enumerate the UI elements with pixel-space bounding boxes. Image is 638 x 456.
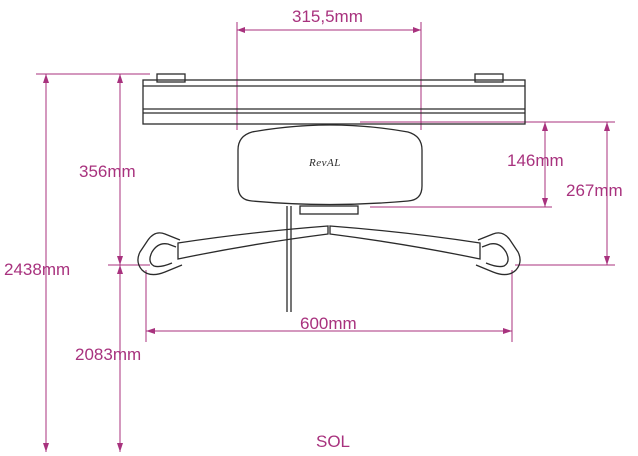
brand-logo-text: RevAL [309,157,341,169]
hanger-bar-left [177,225,329,260]
arrowhead [413,27,421,33]
ceiling-rail [142,79,526,125]
floor-label: SOL [316,432,351,451]
hanger-hook-left-inner [149,243,177,268]
hanger-hook-left [137,232,183,276]
dimension-arrowheads [43,27,610,452]
rail-end-cap-right [474,73,504,83]
arrowhead [117,256,123,265]
ceiling-lift-outline [137,73,526,312]
dimension-lines [36,22,615,452]
arrowhead [604,122,610,131]
rail-width-label: 315,5mm [292,7,363,26]
arrowhead [503,328,512,334]
arrowhead [604,256,610,265]
arrowhead [542,122,548,131]
hanger-hook-right [475,232,521,276]
arm-span-label: 600mm [300,314,357,333]
rail-end-cap-left [156,73,186,83]
hanger-hook-right-inner [481,243,509,268]
arm-height-label: 2083mm [75,345,142,364]
arrowhead [146,328,155,334]
motor-height-label: 146mm [507,151,564,170]
arrowhead [117,265,123,274]
arrowhead [43,443,49,452]
arrowhead [542,198,548,207]
motor-to-arm-label: 267mm [566,181,623,200]
total-height-label: 2438mm [4,260,71,279]
rail-to-arm-label: 356mm [79,162,136,181]
hanger-bar-right [329,225,481,260]
arrowhead [117,74,123,83]
arrowhead [237,27,245,33]
arrowhead [117,443,123,452]
motor-unit [237,124,423,206]
arrowhead [43,74,49,83]
motor-bottom-plate [299,205,359,215]
